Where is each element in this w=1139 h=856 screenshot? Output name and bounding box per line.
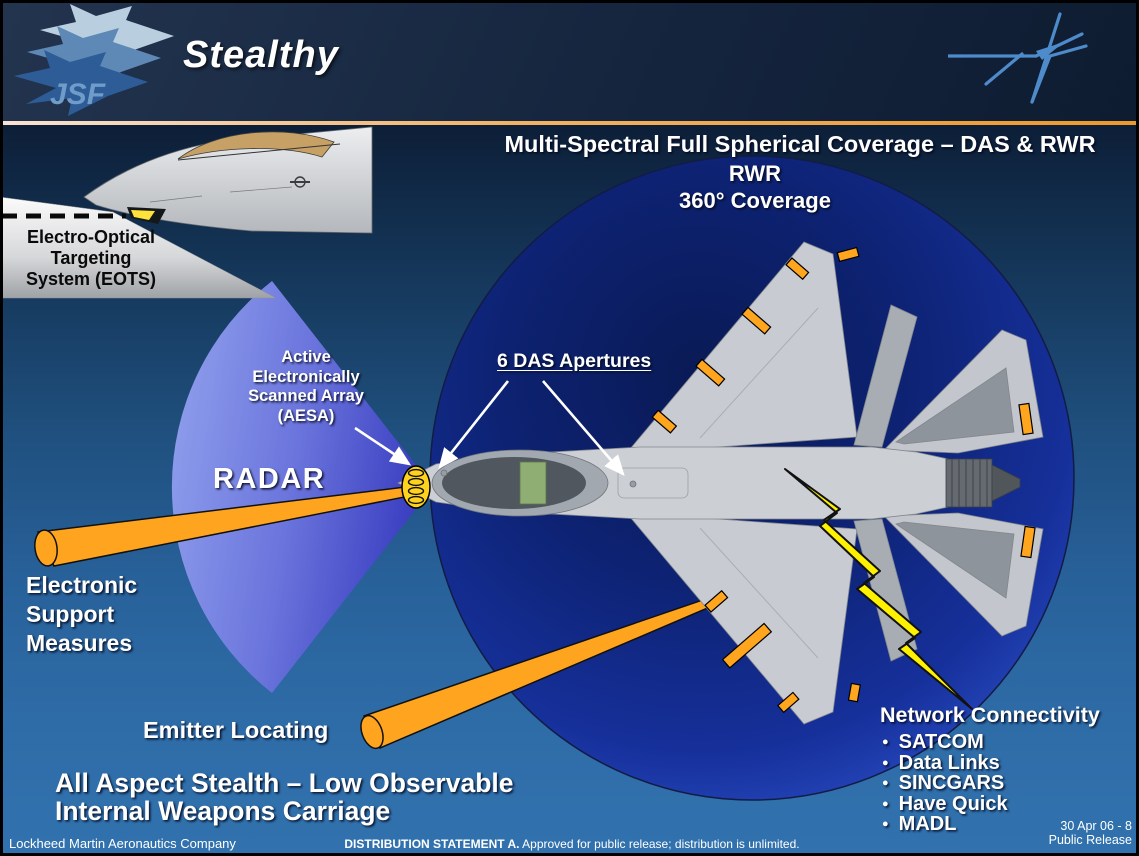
esm-label: Electronic Support Measures [26, 571, 137, 658]
slide-number-block: 30 Apr 06 - 8 Public Release [1000, 819, 1132, 847]
jsf-logo-text: JSF [50, 78, 106, 111]
emitter-locating-label: Emitter Locating [143, 717, 329, 743]
eots-nose-inset [83, 126, 373, 234]
diagram-heading: Multi-Spectral Full Spherical Coverage –… [504, 131, 1096, 157]
jsf-logo: JSF [14, 4, 174, 116]
das-arrow-right [542, 380, 625, 476]
das-arrow-left [438, 380, 510, 470]
esm-line2: Support [26, 601, 115, 627]
slide-date-page: 30 Apr 06 - 8 [1060, 819, 1132, 833]
radar-fan [171, 281, 433, 693]
rwr-line2: 360° Coverage [679, 188, 831, 213]
list-item: MADL [882, 814, 1100, 835]
aircraft-top-view [397, 241, 1044, 725]
footer-distribution-rest: Approved for public release; distributio… [519, 837, 800, 851]
list-item: SINCGARS [882, 773, 1100, 794]
callout-arrows [354, 380, 625, 476]
madl-lightning-bolt [784, 468, 973, 710]
header-bar: JSF [0, 0, 1139, 121]
rwr-label: RWR 360° Coverage [590, 160, 920, 214]
eots-line2: Targeting [50, 248, 132, 268]
eots-line1: Electro-Optical [26, 227, 156, 247]
radar-label: RADAR [213, 463, 326, 495]
header-divider [0, 121, 1139, 125]
esm-line1: Electronic [26, 572, 138, 598]
footer-distribution-bold: DISTRIBUTION STATEMENT A. [344, 837, 520, 851]
list-item: Data Links [882, 752, 1100, 774]
aesa-line3: Scanned Array [248, 387, 364, 405]
footer-company: Lockheed Martin Aeronautics Company [9, 836, 236, 851]
stealth-statement: All Aspect Stealth – Low Observable Inte… [55, 769, 513, 825]
lockheed-star-icon [948, 12, 1088, 104]
slide-release: Public Release [1048, 833, 1132, 847]
rwr-line1: RWR [728, 161, 782, 186]
eots-line3: System (EOTS) [25, 269, 157, 289]
list-item: SATCOM [882, 732, 1100, 753]
das-apertures-label: 6 DAS Apertures [497, 350, 652, 372]
aesa-label: Active Electronically Scanned Array (AES… [225, 348, 387, 426]
aesa-line4: (AESA) [277, 406, 335, 425]
aesa-line2: Electronically [252, 367, 360, 386]
eots-callout [0, 196, 277, 299]
esm-line3: Measures [26, 630, 133, 656]
aesa-line1: Active [281, 348, 331, 366]
eots-label: Electro-Optical Targeting System (EOTS) [2, 227, 180, 290]
network-connectivity: Network Connectivity SATCOM Data Links S… [880, 703, 1100, 835]
aesa-arrow [354, 426, 412, 466]
footer-distribution: DISTRIBUTION STATEMENT A. Approved for p… [292, 837, 852, 851]
stealth-line1: All Aspect Stealth – Low Observable [55, 768, 514, 798]
wing-apertures [651, 246, 1036, 714]
network-list: SATCOM Data Links SINCGARS Have Quick MA… [882, 732, 1100, 835]
network-title: Network Connectivity [880, 703, 1100, 727]
aesa-array [401, 465, 431, 509]
page-title: Stealthy [183, 34, 339, 76]
list-item: Have Quick [882, 793, 1100, 815]
stealth-line2: Internal Weapons Carriage [55, 796, 391, 826]
